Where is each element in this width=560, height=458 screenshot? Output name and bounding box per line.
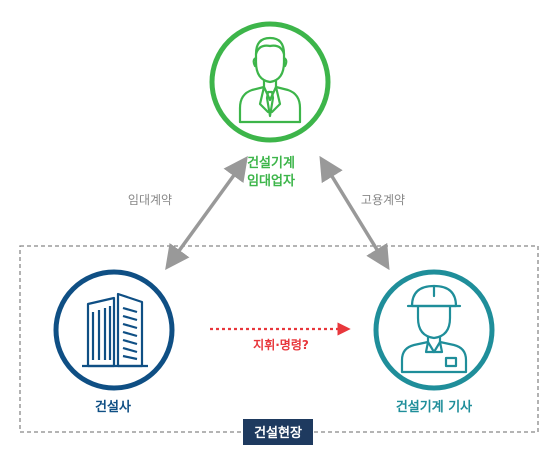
rental-company-label-line1: 건설기계 (247, 155, 295, 171)
rental-company-node (209, 21, 331, 143)
employment-contract-arrow (319, 155, 390, 271)
construction-company-label: 건설사 (95, 399, 131, 415)
machine-operator-node (373, 269, 495, 391)
site-label: 건설현장 (254, 425, 302, 441)
lease-contract-arrow (165, 156, 248, 270)
employment-contract-label: 고용계약 (361, 192, 405, 207)
businessman-icon (238, 36, 302, 124)
lease-contract-label: 임대계약 (128, 192, 172, 207)
hardhat-worker-icon (400, 284, 468, 374)
machine-operator-circle (373, 269, 495, 391)
machine-operator-label: 건설기계 기사 (396, 399, 472, 415)
command-label: 지휘·명령? (253, 337, 309, 352)
site-label-background (243, 419, 313, 445)
rental-company-label-line2: 임대업자 (247, 174, 295, 189)
building-icon (82, 292, 148, 368)
construction-company-node (53, 269, 175, 391)
